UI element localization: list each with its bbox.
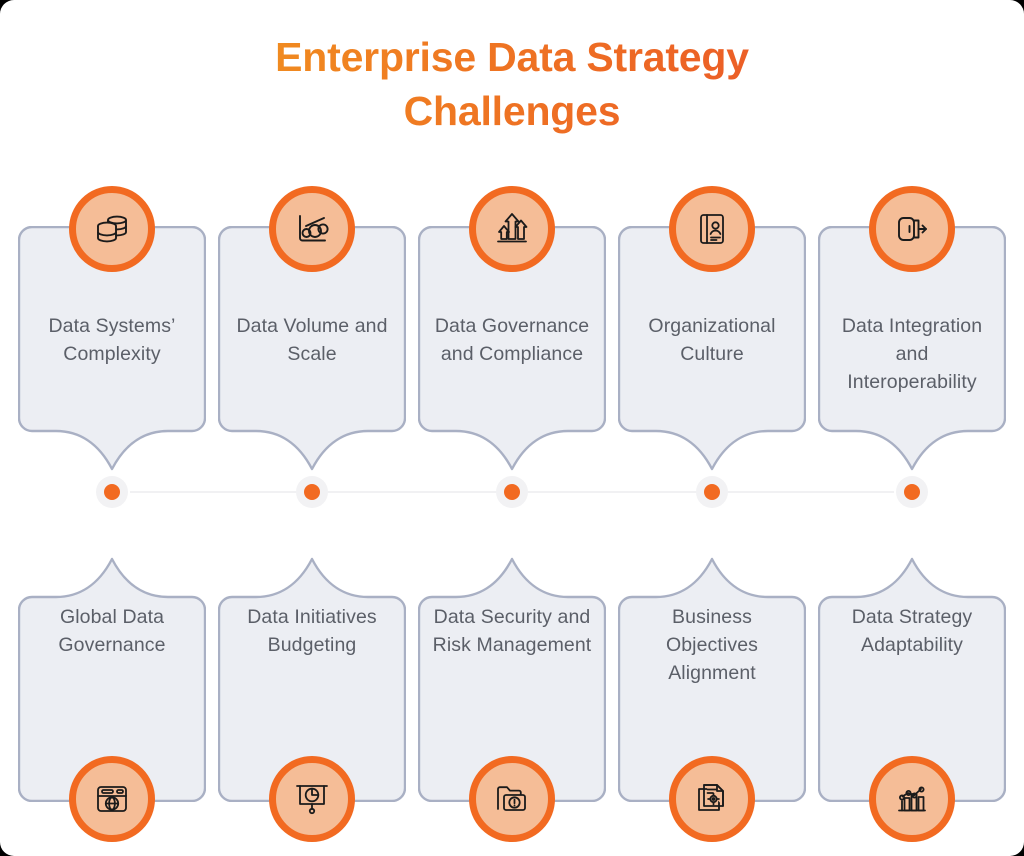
bar-chart-growth-icon bbox=[290, 207, 334, 251]
card-global-data-governance[interactable]: Global Data Governance bbox=[18, 557, 206, 842]
card-data-systems-complexity[interactable]: Data Systems’ Complexity bbox=[18, 186, 206, 471]
card-shape-up-tail bbox=[218, 557, 406, 802]
card-business-objectives-alignment[interactable]: Business Objectives Alignment bbox=[618, 557, 806, 842]
folder-alert-icon bbox=[490, 777, 534, 821]
card-label: Business Objectives Alignment bbox=[665, 606, 759, 684]
connector-dot-core bbox=[304, 484, 320, 500]
card-shape-down-tail bbox=[418, 226, 606, 471]
card-label: Data Governance and Compliance bbox=[434, 315, 590, 365]
connector-strip bbox=[18, 462, 1006, 522]
page-title-line-1: Enterprise Data Strategy bbox=[275, 34, 749, 80]
bar-chart-trend-icon bbox=[890, 777, 934, 821]
card-data-initiatives-budgeting[interactable]: Data Initiatives Budgeting bbox=[218, 557, 406, 842]
icon-badge-three-up-arrows bbox=[469, 186, 555, 272]
card-data-strategy-adaptability[interactable]: Data Strategy Adaptability bbox=[818, 557, 1006, 842]
connector-dot-core bbox=[504, 484, 520, 500]
page-title: Enterprise Data Strategy Challenges bbox=[0, 30, 1024, 138]
connector-dot-4 bbox=[618, 462, 806, 522]
connector-dot-halo bbox=[496, 476, 528, 508]
icon-badge-bar-chart-trend bbox=[869, 756, 955, 842]
top-card-row: Data Systems’ Complexity Data Volume bbox=[18, 186, 1006, 471]
connector-dot-core bbox=[704, 484, 720, 500]
card-label: Data Security and Risk Management bbox=[432, 606, 592, 656]
card-shape-up-tail bbox=[818, 557, 1006, 802]
documents-target-icon bbox=[690, 777, 734, 821]
page-title-line-2: Challenges bbox=[403, 88, 621, 135]
bottom-card-row: Global Data Governance bbox=[18, 557, 1006, 842]
icon-badge-folder-alert bbox=[469, 756, 555, 842]
connector-dot-halo bbox=[96, 476, 128, 508]
connector-dot-core bbox=[904, 484, 920, 500]
card-shape-up-tail bbox=[18, 557, 206, 802]
card-data-volume-and-scale[interactable]: Data Volume and Scale bbox=[218, 186, 406, 471]
icon-badge-database-stack bbox=[69, 186, 155, 272]
card-organizational-culture[interactable]: Organizational Culture bbox=[618, 186, 806, 471]
connector-dot-halo bbox=[696, 476, 728, 508]
connector-dot-1 bbox=[18, 462, 206, 522]
icon-badge-door-exit-arrow bbox=[869, 186, 955, 272]
icon-badge-documents-target bbox=[669, 756, 755, 842]
card-label: Data Strategy Adaptability bbox=[851, 606, 973, 656]
card-shape-up-tail bbox=[618, 557, 806, 802]
id-card-person-icon bbox=[690, 207, 734, 251]
card-label: Organizational Culture bbox=[648, 315, 776, 365]
icon-badge-id-card-person bbox=[669, 186, 755, 272]
icon-badge-bar-chart-growth bbox=[269, 186, 355, 272]
browser-globe-icon bbox=[90, 777, 134, 821]
presentation-pie-chart-icon bbox=[290, 777, 334, 821]
card-label: Data Initiatives Budgeting bbox=[247, 606, 377, 656]
connector-dot-core bbox=[104, 484, 120, 500]
icon-badge-presentation-pie-chart bbox=[269, 756, 355, 842]
card-shape-down-tail bbox=[18, 226, 206, 471]
connector-dot-halo bbox=[296, 476, 328, 508]
three-up-arrows-icon bbox=[490, 207, 534, 251]
card-data-security-and-risk-management[interactable]: Data Security and Risk Management bbox=[418, 557, 606, 842]
connector-dot-halo bbox=[896, 476, 928, 508]
connector-dot-2 bbox=[218, 462, 406, 522]
door-exit-arrow-icon bbox=[890, 207, 934, 251]
card-shape-down-tail bbox=[818, 226, 1006, 471]
card-shape-down-tail bbox=[218, 226, 406, 471]
card-data-integration-and-interoperability[interactable]: Data Integration and Interoperability bbox=[818, 186, 1006, 471]
card-shape-up-tail bbox=[418, 557, 606, 802]
connector-dot-3 bbox=[418, 462, 606, 522]
card-label: Data Volume and Scale bbox=[236, 315, 388, 365]
card-shape-down-tail bbox=[618, 226, 806, 471]
connector-dot-5 bbox=[818, 462, 1006, 522]
card-data-governance-and-compliance[interactable]: Data Governance and Compliance bbox=[418, 186, 606, 471]
card-label: Data Systems’ Complexity bbox=[48, 315, 176, 365]
database-stack-icon bbox=[90, 207, 134, 251]
card-label: Global Data Governance bbox=[58, 606, 166, 656]
card-label: Data Integration and Interoperability bbox=[841, 315, 983, 393]
icon-badge-browser-globe bbox=[69, 756, 155, 842]
